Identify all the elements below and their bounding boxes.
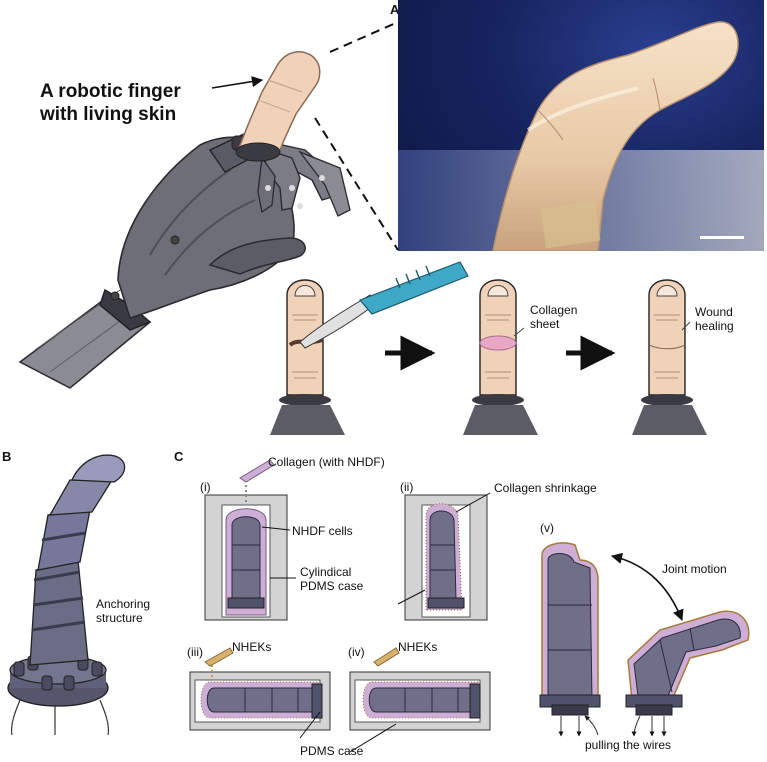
wound-healing-label-line2: healing: [695, 319, 734, 333]
panel-label-b: B: [2, 449, 12, 464]
anchoring-label-line1: Anchoring: [96, 597, 151, 611]
sub-panel-ii: (ii): [400, 480, 414, 494]
cylindrical-case-label: Cylindical PDMS case: [300, 565, 363, 593]
wound-healing-label-line1: Wound: [695, 305, 733, 319]
wound-healing-label: Wound healing: [695, 305, 734, 333]
panel-c-i: [204, 459, 296, 621]
curved-arrow-icon: [610, 552, 684, 622]
finger-photo: [398, 0, 764, 251]
sub-panel-i: (i): [200, 480, 211, 494]
anchoring-structure-label: Anchoring structure: [96, 597, 150, 625]
panel-c-ii: [397, 492, 491, 621]
sequence-finger-2: [463, 279, 538, 435]
nheks-label-iv: NHEKs: [398, 640, 438, 654]
title-arrow: [211, 76, 264, 89]
sub-panel-iii: (iii): [187, 645, 203, 659]
anchoring-label-line2: structure: [96, 611, 143, 625]
joint-motion-label: Joint motion: [662, 562, 727, 576]
finger-photo-drawing: [398, 21, 764, 251]
nheks-label-iii: NHEKs: [232, 640, 272, 654]
panel-label-a: A: [390, 2, 400, 17]
pdms-case-label: PDMS case: [300, 744, 364, 758]
cylindrical-case-line1: Cylindical: [300, 565, 352, 579]
collagen-sheet-label-line1: Collagen: [530, 303, 578, 317]
scalpel-icon: [299, 261, 469, 349]
collagen-sheet-label-line2: sheet: [530, 317, 560, 331]
zoom-line-top: [329, 21, 399, 53]
panel-a-title-line1: A robotic finger: [40, 81, 181, 102]
panel-c-iii: [189, 647, 331, 731]
sequence-finger-1: [270, 279, 345, 435]
sub-panel-v: (v): [540, 521, 554, 535]
collagen-sheet-label: Collagen sheet: [530, 303, 577, 331]
panel-label-c: C: [174, 449, 184, 464]
robotic-hand-icon: [18, 51, 351, 389]
nhdf-cells-label: NHDF cells: [292, 524, 353, 538]
sequence-finger-3: [632, 279, 707, 435]
panel-a-title: A robotic finger with living skin: [40, 80, 181, 126]
zoom-line-bottom: [314, 117, 399, 251]
panel-b-robotic-finger: [7, 454, 126, 736]
collagen-nhdf-label: Collagen (with NHDF): [268, 455, 385, 469]
pulling-wires-label: pulling the wires: [585, 738, 672, 752]
cylindrical-case-line2: PDMS case: [300, 579, 364, 593]
panel-c-v: [539, 542, 750, 737]
sub-panel-iv: (iv): [348, 645, 365, 659]
collagen-shrinkage-label: Collagen shrinkage: [494, 481, 597, 495]
panel-c-iv: [299, 647, 491, 753]
panel-a-title-line2: with living skin: [40, 104, 177, 125]
